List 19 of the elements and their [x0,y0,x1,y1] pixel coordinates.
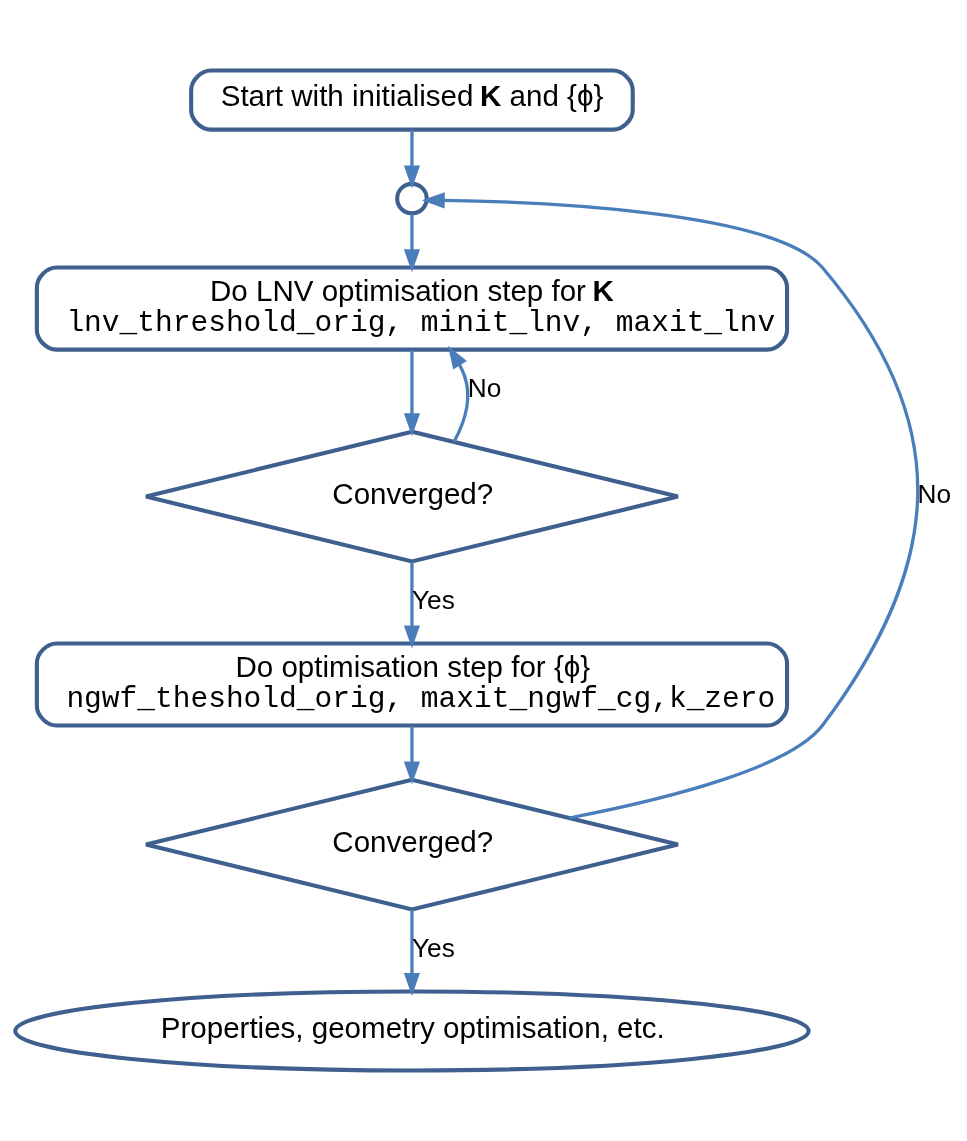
node-ellipse: Properties, geometry optimisation, etc. [13,989,811,1073]
edge-label: Yes [411,932,455,963]
node-box: Do LNV optimisation step for K lnv_threshold_orig, minit_lnv, maxit_lnv [34,265,790,352]
arrow [403,725,420,785]
node-box: Start with initialised K and {ϕ} [189,68,635,132]
node-circle [395,181,429,216]
node-diamond: Converged? [143,777,680,912]
node-box: Do optimisation step for {ϕ} ngwf_theshold_orig, maxit_ngwf_cg,k_zero [34,641,790,728]
node-diamond: Converged? [143,429,680,564]
arrow [403,213,420,273]
arrow [403,129,420,189]
edge-label: No [467,372,502,403]
arrow [403,561,420,649]
arrow [421,192,920,820]
arrow [403,909,420,996]
edge-label: No [917,478,952,509]
edge-label: Yes [411,584,455,615]
arrow [447,345,470,443]
arrow [403,349,420,437]
